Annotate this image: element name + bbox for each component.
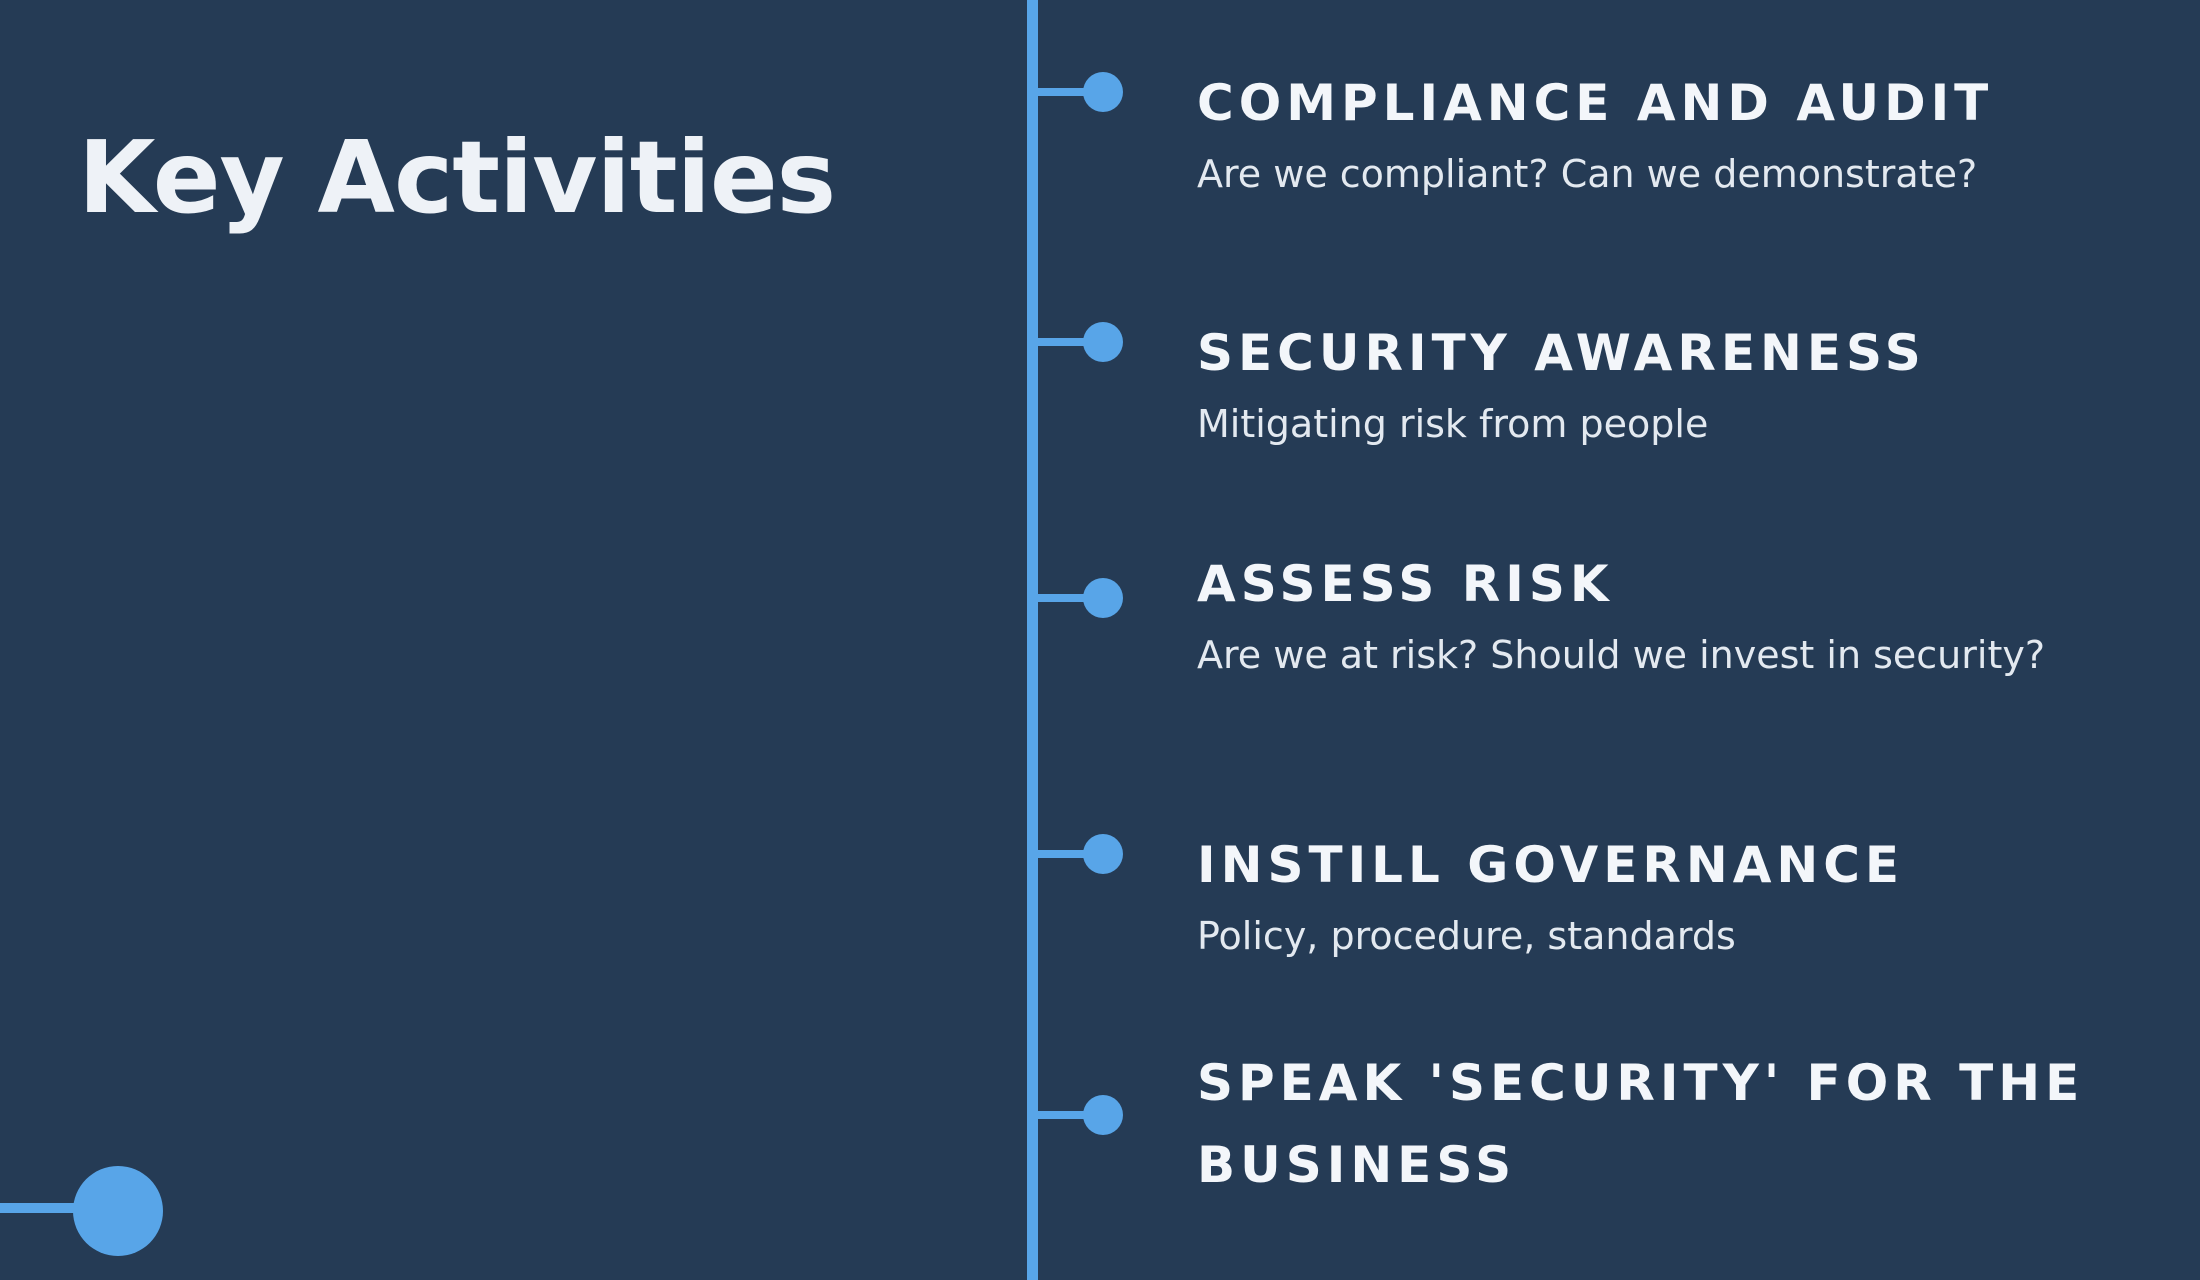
timeline-branch [1037,338,1100,346]
timeline-node [1083,834,1123,874]
timeline-branch [1037,88,1100,96]
timeline-node [1083,1095,1123,1135]
timeline-line [1027,0,1038,1280]
activity-item: INSTILL GOVERNANCE Policy, procedure, st… [1197,824,2157,960]
timeline-branch [1037,1111,1100,1119]
timeline-branch [1037,594,1100,602]
activity-title: ASSESS RISK [1197,555,1614,613]
activity-title: SPEAK 'SECURITY' FOR THE BUSINESS [1197,1054,2085,1194]
timeline-node [1083,322,1123,362]
activity-description: Are we at risk? Should we invest in secu… [1197,633,2046,677]
timeline-connector-line [0,1203,80,1213]
activity-item: SPEAK 'SECURITY' FOR THE BUSINESS [1197,1042,2097,1206]
slide-title: Key Activities [78,119,836,236]
activity-description: Policy, procedure, standards [1197,914,1736,958]
timeline-node [1083,72,1123,112]
timeline-node [1083,578,1123,618]
activity-title: SECURITY AWARENESS [1197,324,1926,382]
activity-description: Mitigating risk from people [1197,402,1709,446]
activity-item: SECURITY AWARENESS Mitigating risk from … [1197,312,2157,448]
timeline-start-dot [73,1166,163,1256]
activity-title: COMPLIANCE AND AUDIT [1197,74,1994,132]
activity-title: INSTILL GOVERNANCE [1197,836,1905,894]
activity-item: ASSESS RISK Are we at risk? Should we in… [1197,543,2157,679]
timeline-branch [1037,850,1100,858]
activity-item: COMPLIANCE AND AUDIT Are we compliant? C… [1197,62,2157,198]
activity-description: Are we compliant? Can we demonstrate? [1197,152,1978,196]
